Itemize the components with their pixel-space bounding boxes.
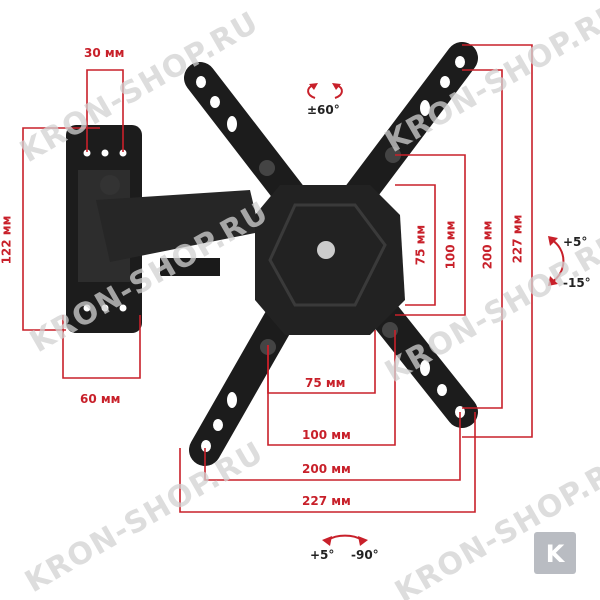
label-h-227mm: 227 мм <box>302 494 351 508</box>
label-v-100mm: 100 мм <box>443 220 458 270</box>
label-h-100mm: 100 мм <box>302 428 351 442</box>
svg-text:K: K <box>546 540 566 568</box>
label-v-200mm: 200 мм <box>480 220 495 270</box>
label-60mm: 60 мм <box>80 392 121 406</box>
label-rotation: ±60° <box>307 103 340 117</box>
label-v-227mm: 227 мм <box>510 214 525 264</box>
label-30mm: 30 мм <box>84 46 125 60</box>
label-tilt-up: +5° <box>563 235 588 249</box>
label-tilt-down: -15° <box>563 276 591 290</box>
swing-arm <box>96 175 260 276</box>
label-h-200mm: 200 мм <box>302 462 351 476</box>
label-122mm: 122 мм <box>0 215 14 265</box>
dimension-lines <box>22 44 533 513</box>
label-swivel-right: -90° <box>351 548 379 562</box>
center-plate <box>255 185 405 335</box>
label-v-75mm: 75 мм <box>413 224 428 266</box>
label-h-75mm: 75 мм <box>305 376 346 390</box>
label-swivel-left: +5° <box>310 548 335 562</box>
kron-logo: K <box>534 532 576 574</box>
